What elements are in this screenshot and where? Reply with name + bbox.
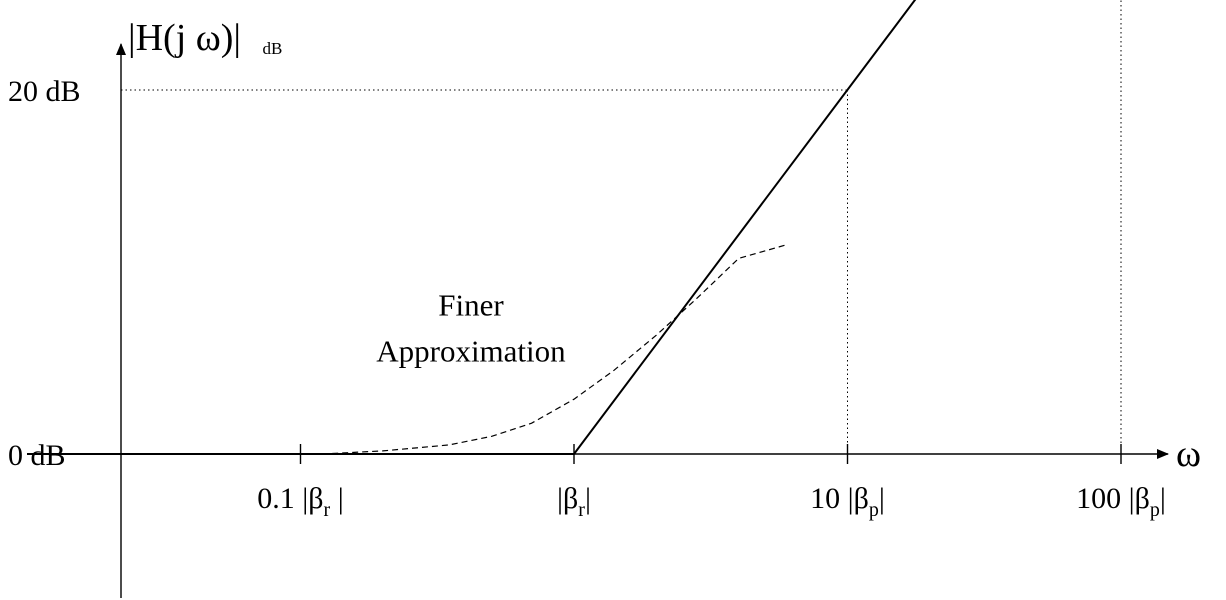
annotations: Coarse approximationFinerApproximation	[376, 288, 566, 369]
y-axis-label: |H(j ω)| dB	[128, 17, 282, 59]
x-tick-label-2: 10 |βp|	[810, 482, 885, 521]
x-tick-label-0: 0.1 |βr |	[257, 482, 343, 521]
annotation-1-line-1: Approximation	[376, 334, 566, 369]
x-axis-label: ω	[1176, 433, 1201, 475]
guide-lines	[121, 0, 1122, 454]
series	[27, 0, 917, 455]
x-tick-label-3: 100 |βp|	[1076, 482, 1166, 521]
finer-approximation-line	[322, 244, 787, 455]
y-axis-label-sub: dB	[263, 39, 283, 58]
y-axis-label-main: |H(j ω)|	[128, 17, 241, 59]
coarse-approximation-line	[27, 0, 917, 455]
y-tick-label-0: 0 dB	[8, 439, 66, 472]
x-tick-label-1: |βr|	[557, 482, 591, 521]
y-tick-label-1: 20 dB	[8, 75, 81, 108]
annotation-1-line-0: Finer	[438, 288, 504, 323]
